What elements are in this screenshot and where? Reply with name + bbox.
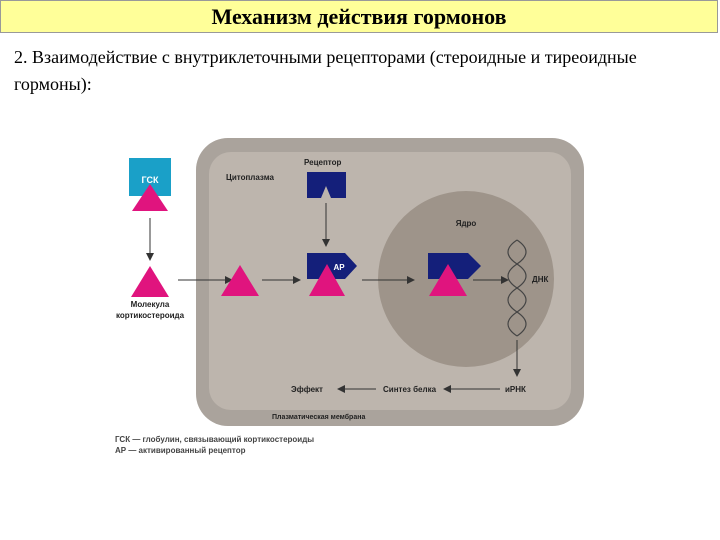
hormone-cytoplasm	[221, 265, 259, 296]
title-bar: Механизм действия гормонов	[0, 0, 718, 33]
nucleus-label: Ядро	[456, 219, 477, 228]
membrane-label: Плазматическая мембрана	[272, 413, 365, 421]
gsk-label: ГСК	[142, 175, 159, 185]
synthesis-label: Синтез белка	[383, 385, 437, 394]
receptor-label: Рецептор	[304, 158, 341, 167]
hormone-on-gsk	[132, 184, 168, 211]
corticosteroid-label: кортикостероида	[116, 311, 185, 320]
hormone-nuclear	[429, 264, 467, 296]
cytoplasm-label: Цитоплазма	[226, 173, 275, 182]
legend-gsk: ГСК — глобулин, связывающий кортикостеро…	[115, 435, 314, 444]
molecule-label: Молекула	[131, 300, 170, 309]
effect-label: Эффект	[291, 385, 323, 394]
dna-helix	[507, 239, 527, 337]
hormone-molecule	[131, 266, 169, 297]
hormone-bound	[309, 264, 345, 296]
legend-ar: АР — активированный рецептор	[115, 446, 246, 455]
mrna-label: иРНК	[505, 385, 526, 394]
receptor	[307, 172, 346, 198]
nuclear-receptor	[428, 253, 481, 279]
subtitle: 2. Взаимодействие с внутриклеточными рец…	[14, 47, 637, 94]
page-title: Механизм действия гормонов	[211, 3, 507, 29]
activated-receptor	[307, 253, 357, 279]
ar-label: АР	[333, 263, 345, 272]
dna-label: ДНК	[532, 275, 548, 284]
